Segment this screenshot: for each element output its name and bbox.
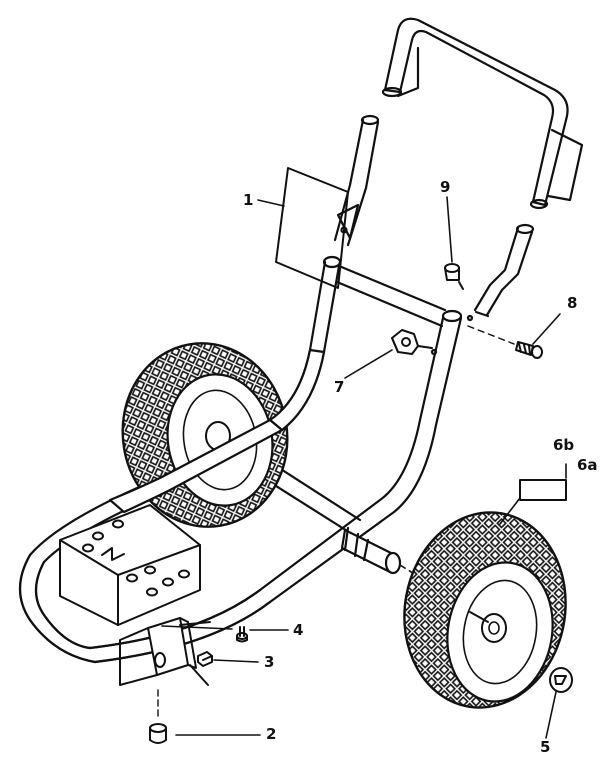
- nut: [197, 651, 213, 667]
- callout-4: 4: [293, 621, 304, 639]
- wheel-tag: [519, 479, 567, 501]
- front-wheel: [403, 511, 567, 709]
- handle-tube-right: [466, 223, 535, 322]
- foot-cap: [149, 689, 167, 744]
- callout-8: 8: [567, 294, 578, 312]
- label-plate: [275, 167, 349, 289]
- axle: [340, 526, 441, 591]
- support-leg: [119, 617, 211, 686]
- callout-6b: 6b: [553, 436, 575, 454]
- carriage-bolt: [467, 325, 543, 359]
- knob: [391, 329, 433, 355]
- frame-lower-front: [19, 553, 272, 664]
- base-plate: [59, 504, 201, 626]
- callout-9: 9: [440, 178, 451, 196]
- bolt: [236, 626, 248, 643]
- hub-washer: [549, 667, 573, 693]
- frame-front-overlay: [108, 348, 326, 514]
- callout-3: 3: [264, 653, 275, 671]
- upper-handle: [381, 17, 584, 210]
- handle-tube-left: [333, 114, 380, 247]
- callout-1: 1: [243, 191, 254, 209]
- handle-cap: [444, 263, 464, 290]
- callout-5: 5: [540, 738, 551, 756]
- callout-7: 7: [334, 378, 345, 396]
- leader-lines: [161, 196, 567, 739]
- callout-6a: 6a: [577, 456, 598, 474]
- callout-2: 2: [266, 725, 277, 743]
